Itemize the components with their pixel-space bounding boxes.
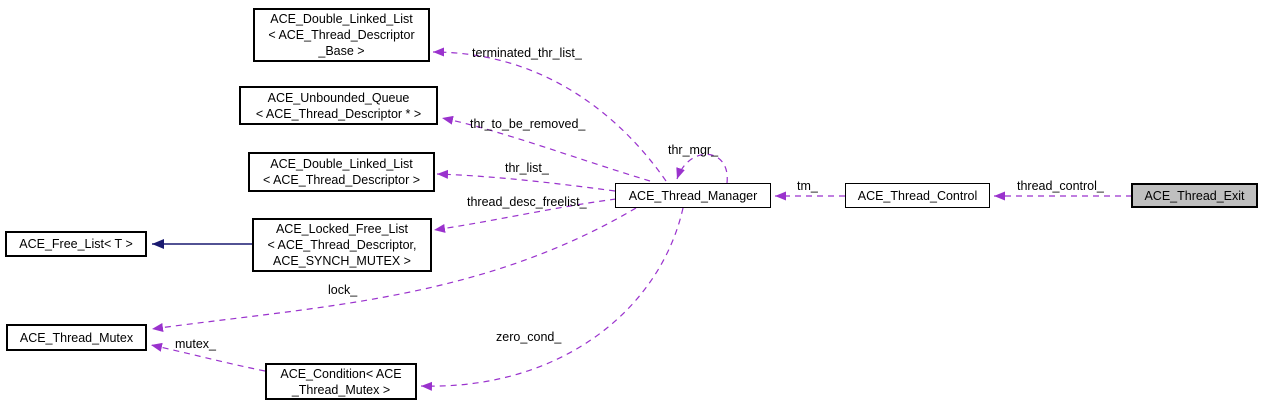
edge-label-thr-mgr: thr_mgr_ — [668, 143, 719, 157]
node-ace-double-linked-list-base[interactable]: ACE_Double_Linked_List < ACE_Thread_Desc… — [253, 8, 430, 62]
node-ace-double-linked-list-descriptor[interactable]: ACE_Double_Linked_List < ACE_Thread_Desc… — [248, 152, 435, 192]
edge-thr-to-be-removed — [441, 115, 651, 182]
edge-label-zero-cond: zero_cond_ — [496, 330, 562, 344]
edge-label-thread-control: thread_control_ — [1017, 179, 1104, 193]
edge-thread-desc-freelist — [433, 198, 617, 233]
node-ace-condition[interactable]: ACE_Condition< ACE _Thread_Mutex > — [265, 363, 417, 400]
edge-thr-mgr-self-loop — [676, 153, 728, 184]
node-ace-thread-manager[interactable]: ACE_Thread_Manager — [615, 183, 771, 208]
node-ace-locked-free-list[interactable]: ACE_Locked_Free_List < ACE_Thread_Descri… — [252, 218, 432, 272]
edge-label-terminated-thr-list: terminated_thr_list_ — [472, 46, 582, 60]
edge-label-thread-desc-freelist: thread_desc_freelist_ — [467, 195, 587, 209]
node-ace-free-list[interactable]: ACE_Free_List< T > — [5, 231, 147, 257]
edge-label-mutex: mutex_ — [175, 337, 216, 351]
node-ace-thread-control[interactable]: ACE_Thread_Control — [845, 183, 990, 208]
edge-mutex — [150, 342, 266, 372]
edge-label-tm: tm_ — [797, 179, 818, 193]
edge-label-thr-list: thr_list_ — [505, 161, 549, 175]
edge-thr-list — [436, 169, 616, 192]
node-ace-thread-mutex[interactable]: ACE_Thread_Mutex — [6, 324, 147, 351]
edge-lock — [151, 207, 637, 332]
edge-label-lock: lock_ — [328, 283, 358, 297]
edge-terminated-thr-list — [432, 47, 667, 182]
node-ace-thread-exit: ACE_Thread_Exit — [1131, 183, 1258, 208]
node-ace-unbounded-queue[interactable]: ACE_Unbounded_Queue < ACE_Thread_Descrip… — [239, 86, 438, 125]
edge-zero-cond — [420, 207, 684, 391]
edge-label-thr-to-be-removed: thr_to_be_removed_ — [470, 117, 586, 131]
